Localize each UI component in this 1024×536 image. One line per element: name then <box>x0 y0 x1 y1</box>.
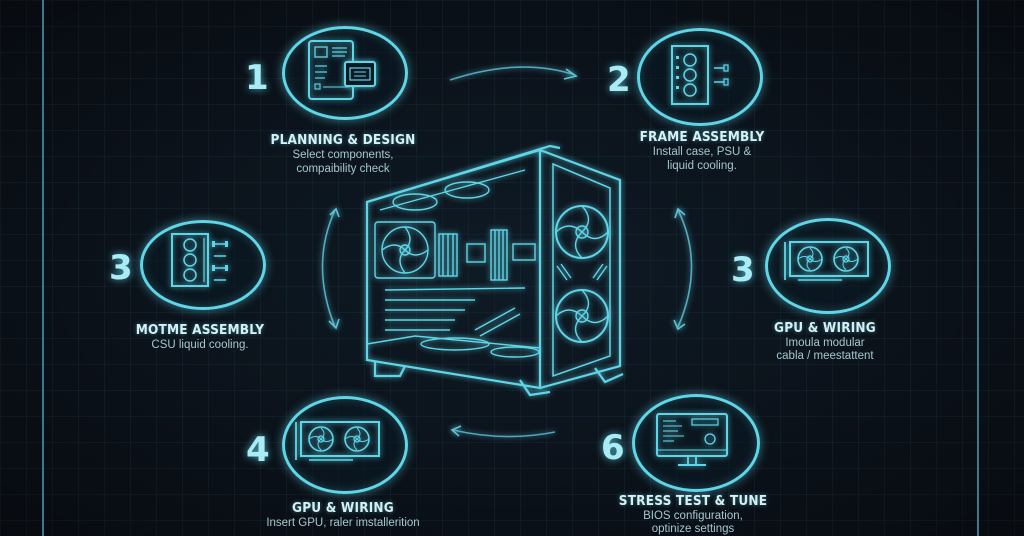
step-desc-line-1: Insert GPU, raler imstallerition <box>266 517 420 529</box>
tablet-blueprint-icon <box>308 40 376 100</box>
step-title: FRAME ASSEMBLY <box>639 129 765 145</box>
step-desc-line-1: Imoula modular <box>785 337 865 349</box>
step-desc-line-1: CSU liquid cooling. <box>151 339 249 351</box>
step-icon-oval <box>765 218 891 314</box>
step-number: 1 <box>245 58 269 98</box>
pc-case-illustration <box>365 144 624 397</box>
gpu-icon <box>784 241 869 281</box>
step-icon-oval <box>282 396 408 494</box>
step-desc-line-1: Install case, PSU & <box>652 146 752 158</box>
radiator-icon <box>171 233 228 287</box>
step-title: STRESS TEST & TUNE <box>618 493 768 509</box>
step-number: 3 <box>731 250 755 290</box>
step-desc-line-1: BIOS configuration, <box>643 510 743 522</box>
step-number: 2 <box>607 60 631 100</box>
step-title: GPU & WIRING <box>292 500 394 516</box>
step-desc-line-1: Select components, <box>292 149 394 161</box>
arrow-6-to-4 <box>450 425 556 438</box>
arrow-1-to-2 <box>449 66 578 81</box>
arrow-right-vertical <box>673 207 693 331</box>
step-title: PLANNING & DESIGN <box>270 132 416 148</box>
step-desc-line-2: optinize settings <box>651 523 735 535</box>
step-number: 6 <box>601 428 625 468</box>
right-frame-line <box>977 0 979 536</box>
gpu-icon <box>295 421 380 461</box>
step-title: GPU & WIRING <box>774 320 876 336</box>
step-number: 4 <box>246 430 270 470</box>
step-title: MOTME ASSEMBLY <box>135 322 265 338</box>
step-desc-line-2: liquid cooling. <box>667 160 737 172</box>
monitor-icon <box>656 413 728 466</box>
left-frame-line <box>42 0 44 536</box>
step-number: 3 <box>109 248 133 288</box>
step-desc-line-2: cabla / meestattent <box>776 350 874 362</box>
arrow-left-vertical <box>321 207 340 330</box>
step-desc-line-2: compaibility check <box>296 163 390 175</box>
step-icon-oval <box>632 394 760 492</box>
step-icon-oval <box>637 28 763 126</box>
radiator-icon <box>671 45 729 105</box>
